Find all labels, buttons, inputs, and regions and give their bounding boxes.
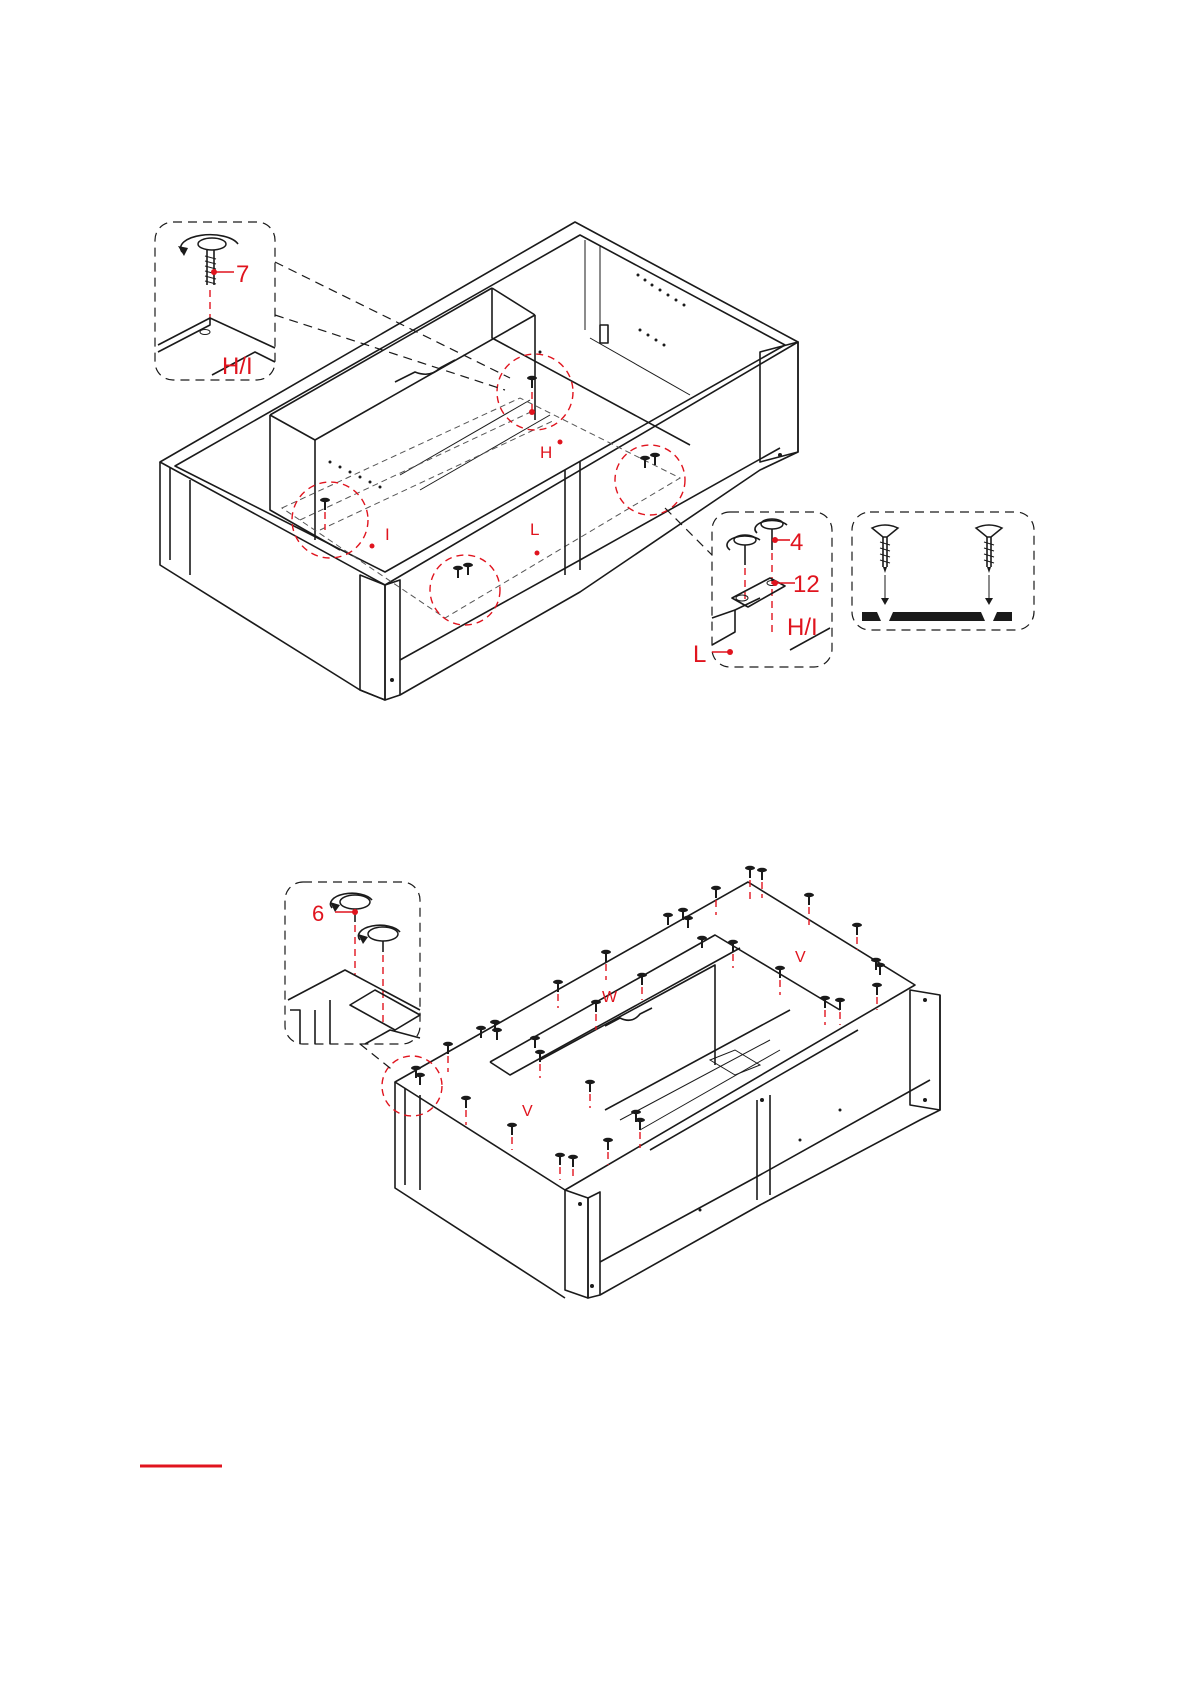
detail-label-12: 12 (793, 571, 820, 598)
detail-label-hi-2: H/I (787, 614, 818, 641)
step1-detail-flush-reference (852, 512, 1034, 630)
detail-label-6: 6 (312, 901, 324, 926)
step1-screw-callouts: H I L (292, 354, 685, 625)
step1-detail-bracket: 4 12 H/I L (665, 508, 832, 668)
step1-cabinet-drawing (160, 222, 798, 700)
detail-label-4: 4 (790, 529, 803, 556)
detail-label-hi: H/I (222, 353, 253, 380)
part-label-h: H (540, 443, 552, 462)
step2-detail-screw: 6 (285, 882, 420, 1072)
detail-label-l-2: L (693, 641, 706, 668)
step2-screw-array: W V V (382, 866, 885, 1180)
part-label-l: L (530, 520, 539, 539)
part-label-w: W (602, 989, 618, 1006)
part-label-v-right: V (795, 949, 806, 966)
detail-label-7: 7 (236, 261, 249, 288)
part-label-i: I (385, 525, 390, 544)
part-label-v-left: V (522, 1103, 533, 1120)
step2-cabinet-drawing (395, 882, 940, 1298)
